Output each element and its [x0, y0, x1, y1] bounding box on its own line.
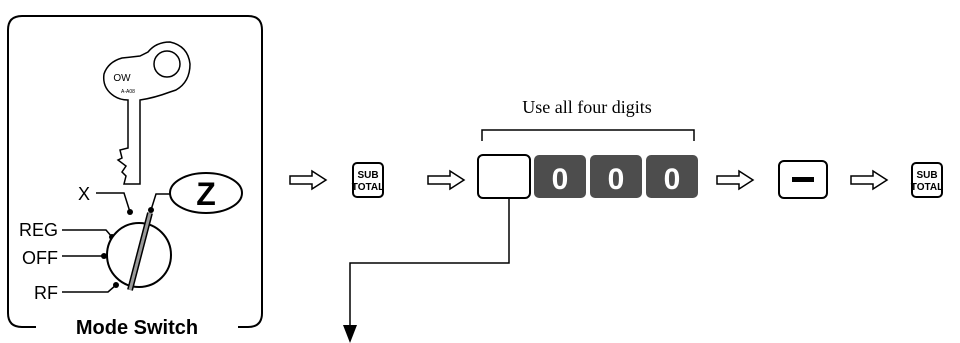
digits-note: Use all four digits — [522, 97, 651, 117]
svg-text:0: 0 — [608, 163, 625, 196]
mode-switch-panel: Mode Switch OW A-A08 X REG OFF RF — [7, 15, 263, 339]
mode-switch-caption: Mode Switch — [76, 317, 198, 339]
digit-key: 0 — [590, 155, 642, 198]
flow-arrow-icon — [427, 170, 465, 190]
mode-z-label: Z — [196, 176, 216, 212]
key-label: OW — [113, 73, 131, 84]
svg-text:TOTAL: TOTAL — [352, 182, 384, 193]
position-label-x: X — [78, 184, 90, 204]
mode-z-badge — [169, 172, 243, 214]
flow-arrow-icon — [716, 170, 754, 190]
minus-key — [778, 160, 828, 199]
svg-text:TOTAL: TOTAL — [911, 182, 943, 193]
digit-key: 0 — [534, 155, 586, 198]
position-label-reg: REG — [19, 220, 58, 240]
svg-text:SUB: SUB — [357, 170, 378, 181]
digit-key: 0 — [646, 155, 698, 198]
key-code: A-A08 — [121, 89, 135, 95]
subtotal-key: SUB TOTAL — [911, 162, 943, 198]
down-arrow-icon — [343, 325, 357, 343]
position-label-rf: RF — [34, 283, 58, 303]
digits-bracket — [481, 129, 695, 141]
minus-icon — [792, 177, 814, 182]
position-label-off: OFF — [22, 248, 58, 268]
svg-text:SUB: SUB — [916, 170, 937, 181]
svg-text:0: 0 — [664, 163, 681, 196]
svg-text:0: 0 — [552, 163, 569, 196]
key-icon — [102, 41, 191, 185]
subtotal-key: SUB TOTAL — [352, 162, 384, 198]
digit-input-blank — [477, 154, 531, 199]
flow-arrow-icon — [850, 170, 888, 190]
connector-line — [349, 198, 510, 327]
flow-arrow-icon — [289, 170, 327, 190]
